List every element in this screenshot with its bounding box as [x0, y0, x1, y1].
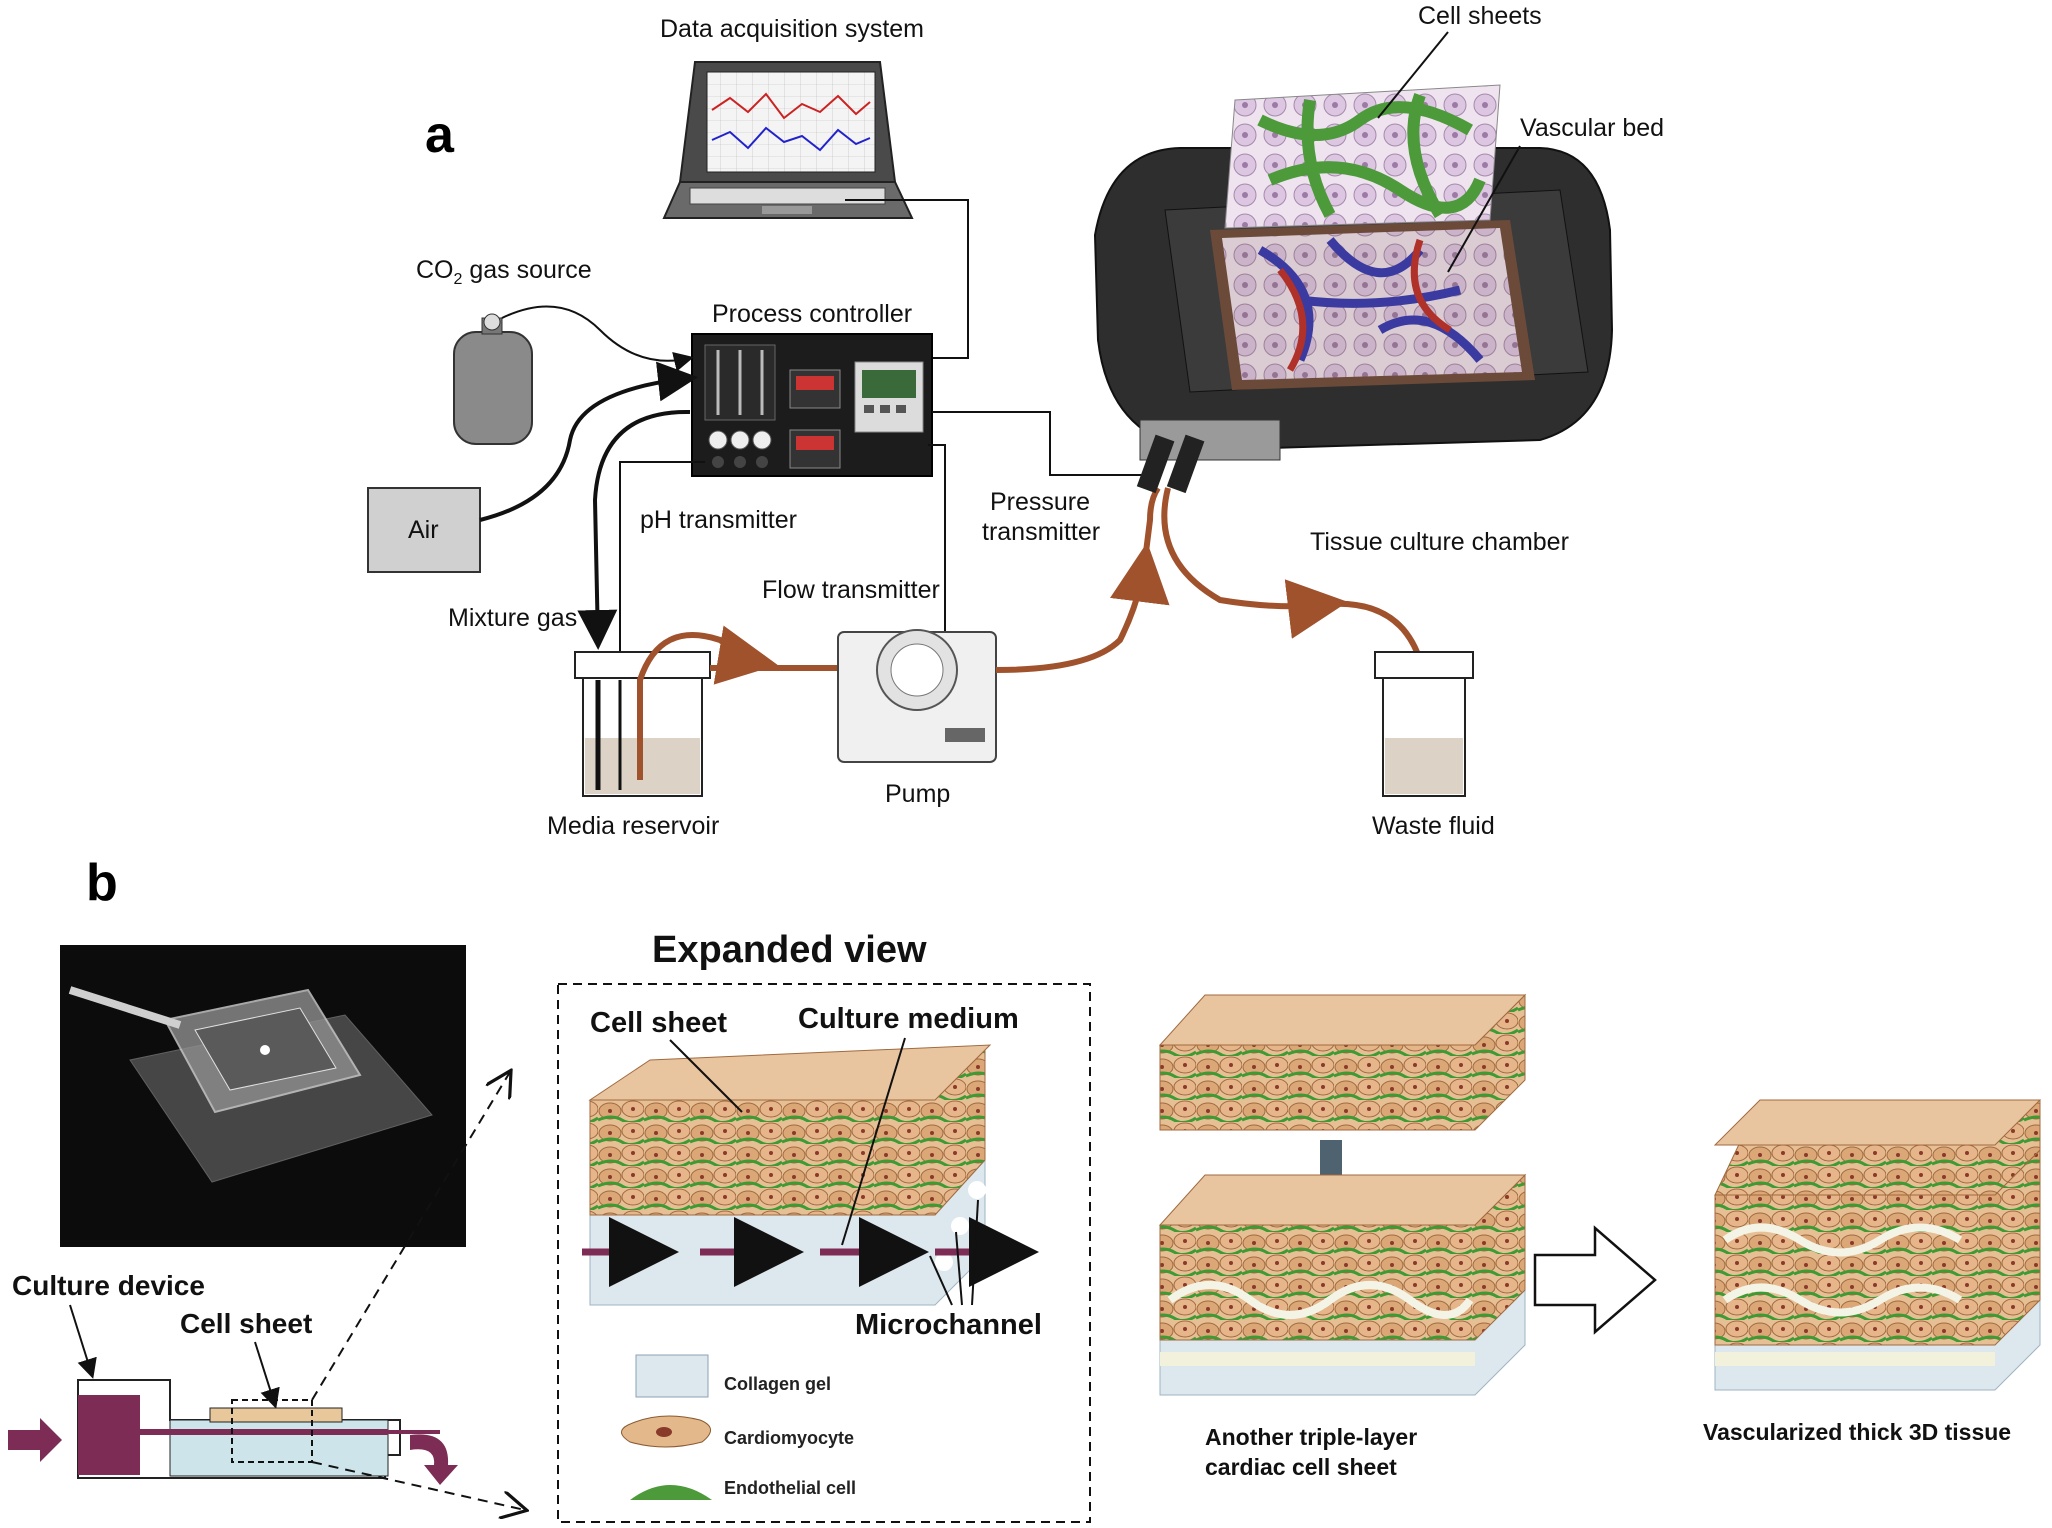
- co2-line: [501, 305, 694, 372]
- pointer-culture-device: [69, 1304, 97, 1379]
- label-mixture-gas: Mixture gas: [448, 604, 577, 632]
- panel-label-a: a: [425, 106, 455, 164]
- tube-to-chamber-2: [1142, 486, 1161, 561]
- label-another-1: Another triple-layer: [1205, 1424, 1417, 1450]
- stacking-diagram: [1158, 993, 1527, 1396]
- label-process-controller: Process controller: [712, 300, 912, 328]
- pointer-microchannel-3: [971, 1199, 979, 1306]
- label-pressure-2: transmitter: [982, 518, 1100, 546]
- tube-to-pump: [637, 625, 778, 780]
- pump-icon: [837, 629, 997, 763]
- label-cell-sheet-device: Cell sheet: [180, 1308, 312, 1339]
- label-vascularized: Vascularized thick 3D tissue: [1703, 1419, 2011, 1445]
- final-tissue: [1713, 1099, 2042, 1391]
- label-ph-transmitter: pH transmitter: [640, 506, 797, 534]
- title-expanded-view: Expanded view: [652, 929, 927, 971]
- label-data-acquisition: Data acquisition system: [660, 15, 924, 43]
- pointer-culture-medium: [841, 1037, 906, 1246]
- label-culture-device: Culture device: [12, 1270, 205, 1301]
- legend-label-endothelial: Endothelial cell: [724, 1478, 856, 1498]
- mixture-gas-line: [577, 409, 691, 650]
- ph-line: [619, 461, 705, 655]
- zoom-line-bottom: [311, 1461, 525, 1510]
- waste-fluid-icon: [1374, 651, 1474, 797]
- pointer-vascular-bed: [1447, 145, 1521, 273]
- tube-to-waste: [1161, 487, 1348, 639]
- zoom-line-top: [311, 1072, 510, 1401]
- pointer-microchannel-2: [955, 1231, 963, 1306]
- culture-device-schematic: [8, 1379, 458, 1485]
- label-another-2: cardiac cell sheet: [1205, 1454, 1397, 1480]
- label-media-reservoir: Media reservoir: [547, 812, 719, 840]
- legend-swatch-collagen: [635, 1354, 709, 1398]
- process-arrow: [1533, 1225, 1657, 1335]
- label-air: Air: [408, 516, 439, 544]
- label-cell-sheet: Cell sheet: [590, 1007, 727, 1039]
- culture-device-photo: [60, 945, 466, 1247]
- expanded-view-frame: [557, 983, 1091, 1523]
- legend-label-cardiomyocyte: Cardiomyocyte: [724, 1428, 854, 1448]
- pointer-microchannel-1: [929, 1255, 953, 1306]
- laptop-icon: [662, 61, 914, 219]
- air-box: [367, 487, 481, 573]
- label-microchannel: Microchannel: [855, 1309, 1042, 1341]
- process-controller-icon: [691, 333, 933, 477]
- legend: Collagen gel Cardiomyocyte Endothelial c…: [621, 1354, 856, 1500]
- cell-sheets-icon: [1224, 84, 1501, 229]
- air-line: [479, 361, 698, 522]
- panel-label-b: b: [86, 854, 118, 912]
- pointer-cell-sheet-device: [254, 1341, 280, 1409]
- label-waste-fluid: Waste fluid: [1372, 812, 1495, 840]
- label-vascular-bed: Vascular bed: [1520, 114, 1664, 142]
- flow-line: [928, 444, 946, 640]
- legend-swatch-endothelial: [630, 1485, 712, 1500]
- label-pressure-1: Pressure: [990, 488, 1090, 516]
- pressure-line: [932, 411, 1150, 476]
- label-cell-sheets: Cell sheets: [1418, 2, 1542, 30]
- label-culture-medium: Culture medium: [798, 1003, 1019, 1035]
- label-tissue-chamber: Tissue culture chamber: [1310, 528, 1569, 556]
- co2-tank-icon: [453, 313, 533, 445]
- pointer-cell-sheet: [669, 1039, 743, 1113]
- legend-label-collagen: Collagen gel: [724, 1374, 831, 1394]
- pointer-cell-sheets: [1377, 31, 1449, 119]
- label-flow-transmitter: Flow transmitter: [762, 576, 940, 604]
- data-line: [845, 199, 969, 359]
- tube-to-chamber: [995, 542, 1170, 673]
- label-pump: Pump: [885, 780, 950, 808]
- label-co2-gas-source: CO2 gas source: [416, 256, 592, 288]
